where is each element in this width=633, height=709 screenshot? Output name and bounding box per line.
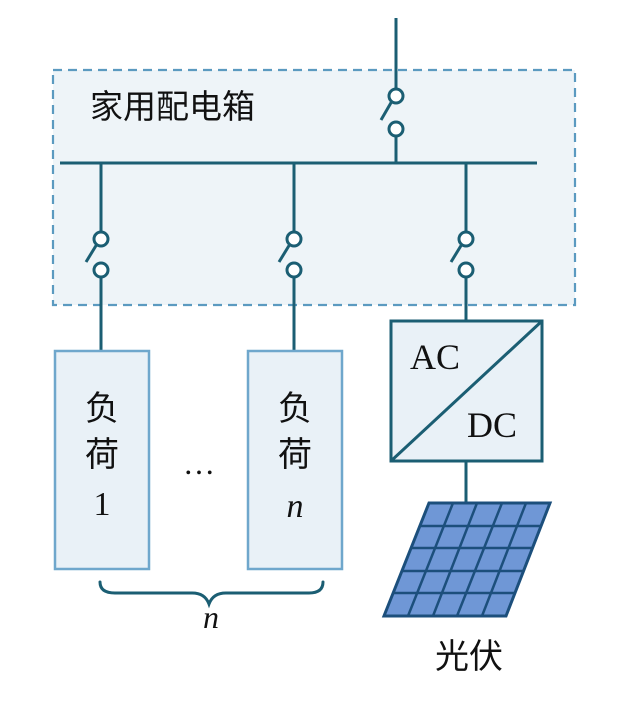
load-1-index: 1 [94,486,111,523]
load-n-char-2: 荷 [278,435,312,475]
brace-label: n [203,599,219,635]
pv-panel [381,501,553,618]
load-1-char-1: 负 [85,389,119,429]
load-box-1 [53,349,151,571]
load-n-char-1: 负 [278,389,312,429]
load-n-index: n [287,488,304,525]
branch-breaker-switch-1 [84,230,110,279]
distribution-box-label: 家用配电箱 [90,87,255,126]
pv-label: 光伏 [435,637,503,677]
loads-brace [98,580,325,609]
inverter-diagonal [389,319,544,463]
inverter-ac-label: AC [410,337,460,377]
load-1-char-2: 荷 [85,435,119,475]
main-breaker-switch [379,87,405,138]
inverter-dc-label: DC [467,405,517,445]
distribution-box [51,68,577,307]
load-box-n [246,349,344,571]
load-ellipsis: … [183,445,215,481]
branch-breaker-switch-pv [449,230,475,279]
